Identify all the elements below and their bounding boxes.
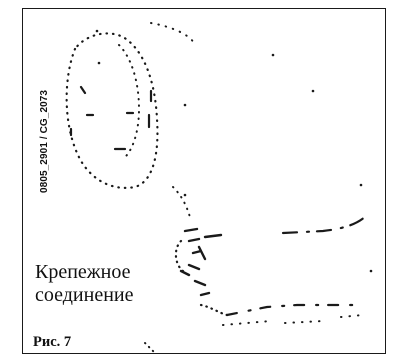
- lower-curve: [172, 186, 192, 222]
- fastener-drawing: [65, 22, 373, 354]
- scattered-dots: [95, 29, 373, 273]
- fastener-body: [179, 227, 223, 297]
- figure-frame: 0805_2901 / CG_2073: [22, 8, 386, 354]
- inner-oval-outline: [118, 44, 141, 160]
- label-line-2: соединение: [35, 284, 134, 306]
- oval-dashes: [69, 85, 153, 151]
- lower-edge-dots: [222, 314, 364, 326]
- figure-caption: Рис. 7: [33, 334, 72, 350]
- bottom-dots: [144, 342, 156, 354]
- upper-edge-line: [281, 213, 369, 235]
- fastener-label: Крепежное соединение: [35, 261, 133, 307]
- top-arc: [150, 22, 196, 46]
- outer-oval-outline: [65, 32, 159, 189]
- lower-edge-line: [225, 303, 359, 317]
- label-line-1: Крепежное: [35, 261, 131, 283]
- fastener-dots: [174, 239, 229, 317]
